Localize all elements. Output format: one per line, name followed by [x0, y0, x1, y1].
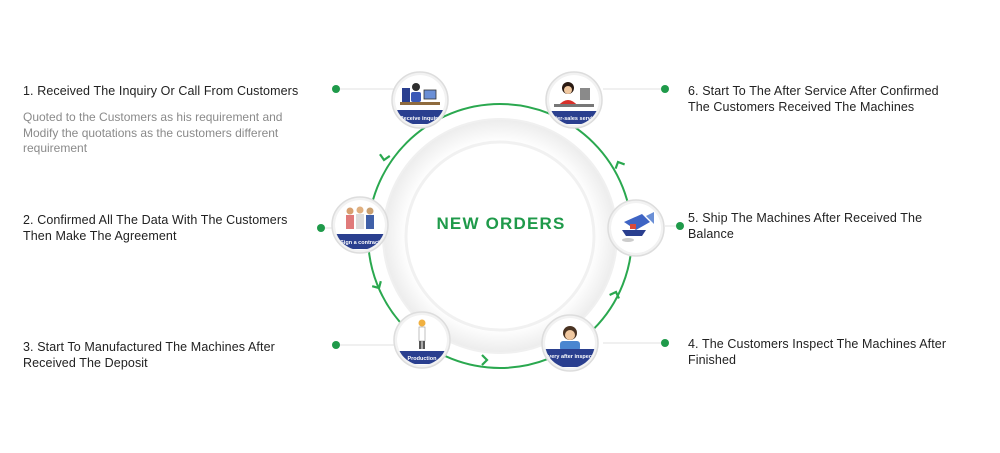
step-6-title: 6. Start To The After Service After Conf… [688, 84, 939, 114]
connector-dot-1 [332, 85, 340, 93]
center-title: NEW ORDERS [436, 214, 565, 233]
step-node-1: Receive inquiry [391, 71, 449, 129]
step-node-4: Delivery after inspection [538, 314, 603, 372]
step-node-5 [607, 199, 665, 257]
step-node-3: Production [393, 311, 451, 369]
step-1-title: 1. Received The Inquiry Or Call From Cus… [23, 84, 299, 98]
step-node-3-badge: Production [407, 356, 437, 362]
step-1-description: Quoted to the Customers as his requireme… [23, 110, 283, 155]
connector-dot-3 [332, 341, 340, 349]
connector-dot-4 [661, 339, 669, 347]
step-node-1-badge: Receive inquiry [400, 116, 442, 122]
direction-arrow-1 [379, 153, 391, 162]
step-node-2: Sign a contract [331, 196, 389, 254]
inspection-icon [560, 326, 580, 351]
connector-dot-6 [661, 85, 669, 93]
step-5-title: 5. Ship The Machines After Received The … [688, 211, 923, 241]
after-sales-icon [554, 82, 594, 107]
step-node-6-badge: After-sales service [550, 116, 599, 122]
step-3-title: 3. Start To Manufactured The Machines Af… [23, 340, 275, 370]
step-node-6: After-sales service [545, 71, 603, 129]
connector-dot-2 [317, 224, 325, 232]
step-4-title: 4. The Customers Inspect The Machines Af… [688, 337, 947, 367]
shipping-icon [622, 212, 654, 242]
direction-arrow-3 [481, 354, 489, 366]
direction-arrow-2 [371, 280, 382, 290]
production-icon [418, 319, 426, 349]
sign-contract-icon [346, 206, 374, 229]
direction-arrow-5 [614, 160, 626, 170]
direction-arrow-4 [609, 290, 620, 299]
inner-ring [404, 140, 596, 332]
step-node-4-badge: Delivery after inspection [538, 354, 603, 360]
step-node-2-badge: Sign a contract [340, 240, 380, 246]
receive-inquiry-icon [400, 83, 440, 105]
connector-dot-5 [676, 222, 684, 230]
step-2-title: 2. Confirmed All The Data With The Custo… [23, 213, 288, 243]
